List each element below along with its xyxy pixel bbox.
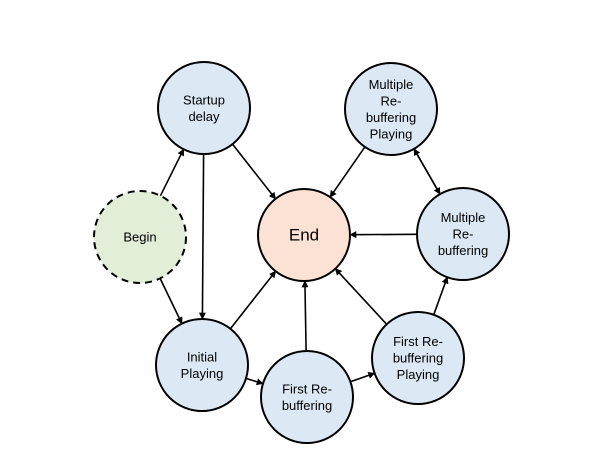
node-first-rebuf-playing-circle bbox=[371, 311, 465, 405]
node-begin-circle bbox=[93, 190, 187, 284]
node-first-rebuf-label-line-0: First Re- bbox=[282, 381, 332, 396]
node-multi-rebuf-label-line-0: Multiple bbox=[441, 210, 486, 225]
node-multi-rebuf-label-line-2: buffering bbox=[438, 243, 488, 258]
edge-multi-rebuf-playing-to-multi-rebuf bbox=[413, 148, 441, 195]
edge-first-rebuf-to-first-rebuf-playing bbox=[350, 372, 376, 383]
node-startup-circle bbox=[157, 61, 251, 155]
node-startup: Startup delay bbox=[157, 61, 251, 155]
edges bbox=[159, 143, 449, 386]
edge-first-rebuf-playing-to-multi-rebuf bbox=[432, 276, 449, 316]
edge-initial-to-first-rebuf bbox=[245, 377, 264, 386]
node-first-rebuf: First Re-buffering bbox=[260, 350, 354, 444]
edge-initial-to-end bbox=[229, 270, 277, 330]
node-first-rebuf-circle bbox=[260, 350, 354, 444]
node-first-rebuf-label-line-1: buffering bbox=[282, 398, 332, 413]
node-startup-label-line-1: delay bbox=[188, 109, 220, 124]
node-end: End bbox=[257, 188, 351, 282]
node-first-rebuf-playing-label-line-0: First Re- bbox=[393, 334, 443, 349]
node-first-rebuf-playing-label-line-1: buffering bbox=[393, 351, 443, 366]
edge-startup-to-initial bbox=[198, 153, 206, 320]
node-multi-rebuf-playing-circle bbox=[344, 62, 438, 156]
node-multi-rebuf-circle bbox=[416, 187, 510, 281]
node-multi-rebuf-playing-label-line-3: Playing bbox=[370, 126, 413, 141]
edge-multi-rebuf-playing-to-end bbox=[329, 146, 366, 198]
node-startup-label-line-0: Startup bbox=[183, 92, 225, 107]
edge-first-rebuf-playing-to-end bbox=[334, 268, 388, 325]
node-end-circle bbox=[257, 188, 351, 282]
edge-first-rebuf-to-end bbox=[301, 280, 309, 352]
node-initial-label-line-0: Initial bbox=[187, 349, 217, 364]
node-multi-rebuf-playing-label-line-2: buffering bbox=[366, 110, 416, 125]
node-multi-rebuf-playing-label-line-0: Multiple bbox=[369, 77, 414, 92]
node-begin-label-line-0: Begin bbox=[123, 230, 156, 245]
node-begin: Begin bbox=[93, 190, 187, 284]
node-multi-rebuf-playing-label-line-1: Re- bbox=[381, 93, 402, 108]
edge-startup-to-end bbox=[231, 143, 277, 200]
node-initial-label-line-1: Playing bbox=[181, 366, 224, 381]
node-initial-circle bbox=[155, 318, 249, 412]
edge-begin-to-startup bbox=[159, 148, 185, 197]
node-first-rebuf-playing-label-line-2: Playing bbox=[397, 367, 440, 382]
edge-begin-to-initial bbox=[159, 278, 183, 325]
node-end-label-line-0: End bbox=[289, 226, 319, 245]
node-multi-rebuf-label-line-1: Re- bbox=[453, 227, 474, 242]
